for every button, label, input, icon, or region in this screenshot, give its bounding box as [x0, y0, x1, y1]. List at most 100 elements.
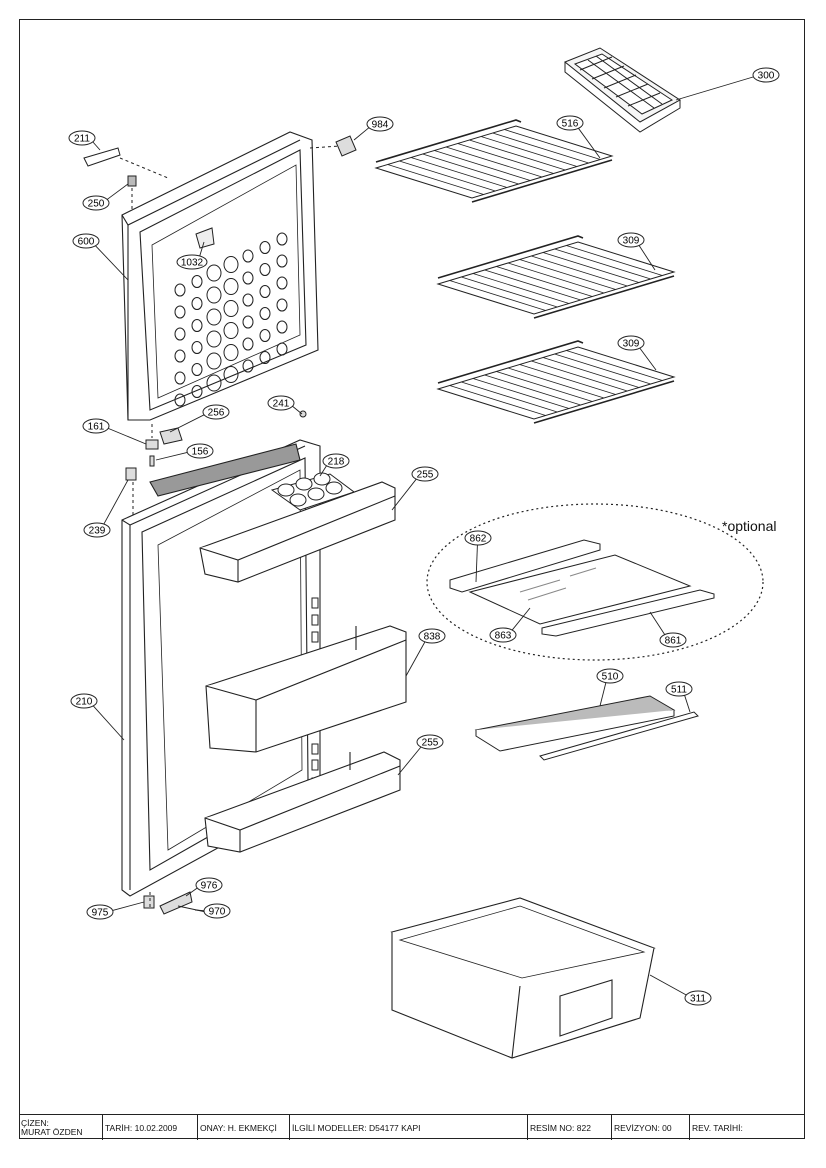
- door-dimple: [242, 337, 254, 351]
- door-dimple: [276, 342, 288, 356]
- callout-210: 210: [70, 693, 98, 709]
- door-dimple: [223, 366, 239, 383]
- leader-line: [405, 641, 426, 677]
- callout-label: 218: [328, 457, 345, 468]
- door-dimple: [242, 271, 254, 285]
- door-dimple: [259, 285, 271, 298]
- callout-label: 239: [89, 526, 106, 537]
- clip-1032: [195, 227, 215, 249]
- hinge-parts-lower: [143, 891, 207, 915]
- callout-label: 863: [495, 631, 512, 642]
- callout-600: 600: [72, 233, 100, 249]
- door-dimple: [276, 232, 288, 246]
- callout-label: 970: [209, 907, 226, 918]
- wire-shelves: [374, 119, 676, 424]
- callout-511: 511: [665, 681, 693, 697]
- egg-cup: [289, 493, 307, 507]
- door-dimple: [174, 283, 186, 297]
- door-dimple: [259, 263, 271, 276]
- callout-161: 161: [82, 418, 110, 434]
- door-peg: [311, 614, 319, 626]
- callout-256: 256: [202, 404, 230, 420]
- leader-line: [397, 746, 422, 776]
- callout-label: 838: [424, 632, 441, 643]
- door-dimple: [191, 319, 203, 332]
- door-dimple: [276, 276, 288, 290]
- callout-label: 309: [623, 236, 640, 247]
- door-balcony-middle: [205, 625, 407, 753]
- callout-label: 211: [74, 134, 90, 145]
- door-balcony-top: [199, 481, 396, 583]
- egg-cup: [313, 472, 331, 486]
- leader-line: [649, 611, 666, 635]
- door-dimple: [191, 341, 203, 354]
- leader-line: [194, 909, 205, 912]
- leader-lines: [92, 76, 754, 996]
- door-dimple: [242, 249, 254, 263]
- door-dimples: [174, 232, 288, 407]
- door-dimple: [191, 363, 203, 376]
- egg-cup: [307, 487, 325, 501]
- assembly-lines: [119, 145, 341, 908]
- callout-510: 510: [596, 668, 624, 684]
- optional-glass-shelf-group: [426, 503, 764, 661]
- drawer-cell: ÇİZEN: MURAT ÖZDEN: [19, 1115, 103, 1140]
- door-dimple: [276, 320, 288, 334]
- callout-label: 255: [422, 738, 439, 749]
- door-dimple: [242, 293, 254, 307]
- door-dimple: [259, 351, 271, 364]
- door-dimple: [191, 275, 203, 288]
- egg-cup: [277, 483, 295, 497]
- door-dimple: [242, 315, 254, 329]
- leader-line: [103, 479, 129, 525]
- wire-shelf: [374, 119, 614, 203]
- door-dimple: [276, 254, 288, 268]
- ice-tray: [564, 47, 681, 133]
- approval-text: ONAY: H. EKMEKÇİ: [200, 1122, 277, 1133]
- drawer-label: ÇİZEN:: [21, 1117, 49, 1128]
- leader-line: [112, 901, 145, 911]
- approval-cell: ONAY: H. EKMEKÇİ: [198, 1115, 290, 1140]
- callout-label: 255: [417, 470, 434, 481]
- leader-line: [92, 141, 101, 151]
- door-dimple: [174, 327, 186, 341]
- door-dimple: [206, 308, 222, 326]
- door-dimple: [276, 298, 288, 312]
- callout-863: 863: [489, 627, 517, 643]
- callout-label: 156: [192, 447, 209, 458]
- leader-line: [475, 544, 478, 583]
- door-dimple: [223, 322, 239, 339]
- revision-date-text: REV. TARİHİ:: [692, 1122, 743, 1133]
- callout-309: 309: [617, 232, 645, 248]
- callout-label: 300: [758, 71, 775, 82]
- pin-250: [127, 175, 137, 187]
- leader-line: [391, 478, 417, 511]
- door-dimple: [259, 241, 271, 254]
- callout-label: 511: [671, 685, 687, 696]
- leader-line: [199, 241, 205, 257]
- door-peg: [311, 631, 319, 643]
- leader-line: [319, 465, 327, 477]
- callout-970: 970: [203, 903, 231, 919]
- callout-label: 309: [623, 339, 640, 350]
- callout-label: 241: [273, 399, 290, 410]
- date-text: TARİH: 10.02.2009: [105, 1122, 178, 1133]
- door-dimple: [174, 305, 186, 319]
- hinge-cover-211: [83, 147, 121, 167]
- callout-label: 256: [208, 408, 225, 419]
- wire-shelf: [436, 235, 676, 319]
- leader-line: [95, 245, 129, 281]
- block-984: [335, 135, 357, 157]
- models-text: İLGİLİ MODELLER: D54177 KAPI: [292, 1122, 421, 1133]
- door-balcony-bottom: [204, 751, 401, 853]
- door-dimple: [191, 297, 203, 310]
- callout-239: 239: [83, 522, 111, 538]
- callout-300: 300: [752, 67, 780, 83]
- callout-309: 309: [617, 335, 645, 351]
- callout-255: 255: [411, 466, 439, 482]
- leader-line: [599, 682, 607, 707]
- drawing-frame: [19, 19, 805, 1139]
- callout-311: 311: [684, 990, 712, 1006]
- door-dimple: [259, 307, 271, 320]
